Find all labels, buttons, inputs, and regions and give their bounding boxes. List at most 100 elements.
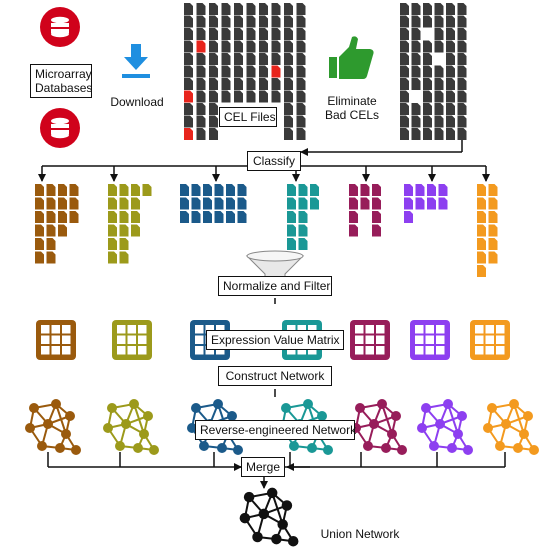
file-icon [246,40,256,53]
file-icon [446,115,455,128]
file-icon [411,103,421,115]
merge-label: Merge [241,457,285,477]
file-group [404,184,448,223]
classified-file-groups [35,184,498,277]
file-icon [184,65,193,78]
file-icon [131,224,140,237]
file-icon [108,184,117,196]
file-icon [271,53,281,65]
file-group [35,184,79,264]
file-icon [400,78,409,90]
file-icon [234,90,243,103]
file-icon [446,40,455,53]
file-icon [271,40,281,53]
database-icon [40,7,80,47]
eliminate-line2: Bad CELs [324,108,380,122]
grid-icon [36,320,76,360]
file-icon [35,238,44,250]
file-icon [423,128,432,140]
file-group [180,184,247,223]
file-icon [457,40,467,53]
file-icon [434,78,444,90]
file-icon [131,211,140,223]
file-icon [349,197,358,210]
union-network-icon [239,487,299,547]
file-icon [184,40,193,53]
file-icon [400,15,409,28]
file-icon [35,184,44,196]
download-label: Download [110,95,164,109]
file-icon [46,184,56,196]
file-icon [180,211,189,223]
file-icon [446,53,455,65]
file-icon [196,128,206,140]
file-icon [226,211,235,223]
file-icon [438,197,448,210]
file-icon [203,211,212,223]
file-icon [191,197,201,210]
file-icon [58,184,67,196]
file-icon [196,90,206,103]
database-icon [40,108,80,148]
cel-file-grid [184,3,306,140]
grid-icon [112,320,152,360]
file-icon [296,3,306,15]
file-icon [284,65,293,78]
file-icon [423,15,432,28]
file-icon [296,128,306,140]
file-icon [310,184,319,196]
file-icon [349,184,358,196]
file-icon [234,3,243,15]
file-icon [196,115,206,128]
file-icon [400,3,409,15]
file-icon [434,103,444,115]
file-icon [237,211,247,223]
file-icon [271,90,281,103]
file-icon [184,103,193,115]
file-icon [284,28,293,40]
file-icon [477,197,486,210]
construct-network-label: Construct Network [218,366,332,386]
file-icon [296,90,306,103]
file-icon [360,184,370,196]
file-icon [246,90,256,103]
file-icon [298,184,308,196]
file-icon [434,3,444,15]
file-icon [400,128,409,140]
file-icon [196,40,206,53]
file-icon [221,90,231,103]
file-icon [221,28,231,40]
file-icon [209,40,218,53]
file-icon [69,211,79,223]
file-icon [434,28,444,40]
network-icon [483,399,539,455]
file-icon [209,90,218,103]
file-group [477,184,498,277]
file-icon [446,15,455,28]
file-icon [108,251,117,264]
file-icon [411,53,421,65]
file-icon [400,103,409,115]
file-icon [404,211,413,223]
file-icon [284,40,293,53]
file-icon [284,15,293,28]
file-icon [411,3,421,15]
file-icon [434,40,444,53]
file-icon [284,3,293,15]
file-icon [203,197,212,210]
file-icon [69,197,79,210]
file-icon [234,78,243,90]
file-icon [284,78,293,90]
file-icon [411,115,421,128]
network-icon [25,399,81,455]
file-icon [226,184,235,196]
good-cel-file-grid [400,3,467,140]
file-icon [404,197,413,210]
file-icon [296,78,306,90]
file-icon [119,197,129,210]
file-icon [477,184,486,196]
classify-label: Classify [247,151,301,171]
file-icon [226,197,235,210]
file-icon [221,40,231,53]
file-icon [372,224,381,237]
